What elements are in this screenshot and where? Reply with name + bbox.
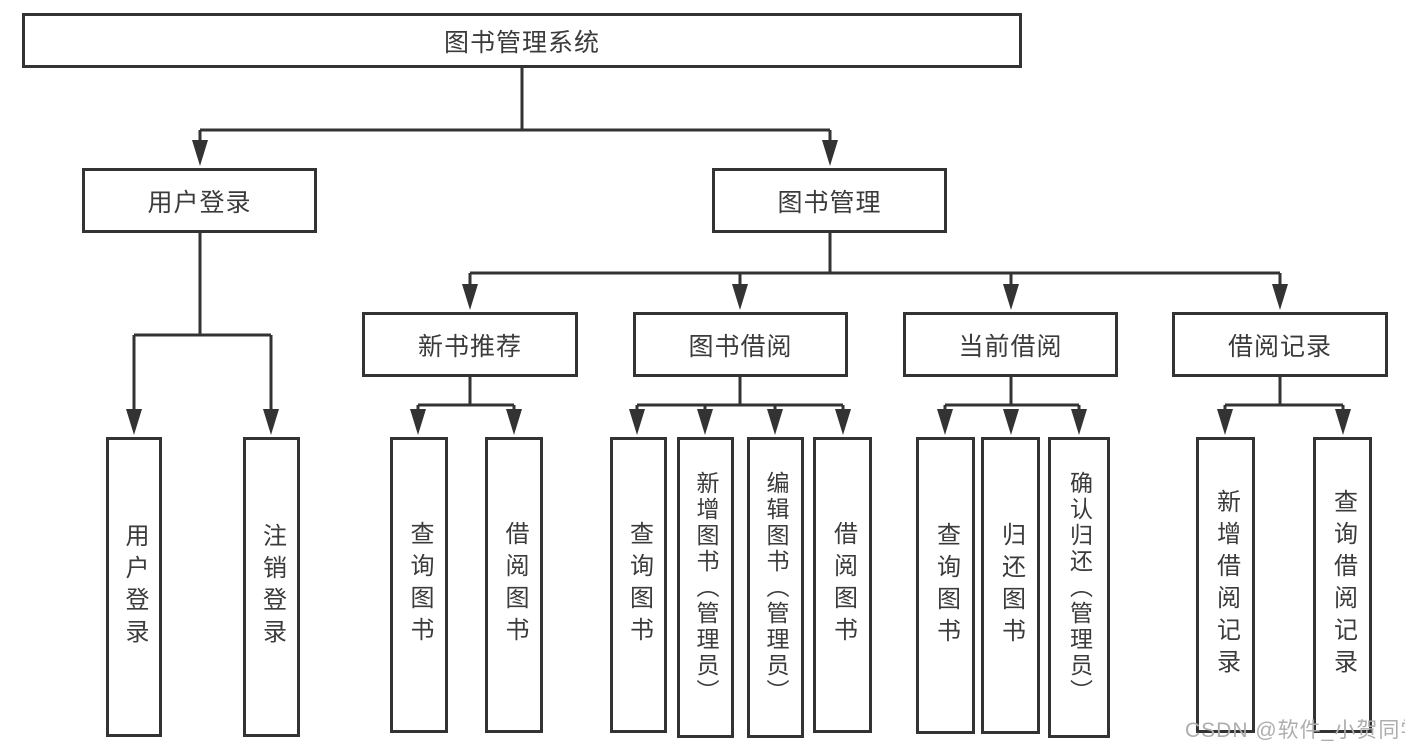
node-user-login-leaf: 用户登录 [106, 437, 162, 737]
watermark: CSDN @软件_小贺同学 [1185, 719, 1405, 742]
node-label: 图书借阅 [688, 332, 793, 361]
node-borrowing-records: 借阅记录 [1172, 312, 1388, 377]
node-label: 查询图书 [625, 521, 653, 649]
node-label: 查询借阅记录 [1329, 489, 1357, 681]
node-label: 新增图书（管理员） [693, 470, 719, 705]
node-label: 当前借阅 [958, 332, 1063, 361]
node-label: 借阅图书 [501, 521, 528, 649]
node-borrow-books-2: 借阅图书 [813, 437, 872, 733]
node-library-system: 图书管理系统 [22, 13, 1022, 68]
node-query-borrow-record: 查询借阅记录 [1313, 437, 1372, 733]
node-query-books-3: 查询图书 [916, 437, 975, 734]
node-borrow-books-1: 借阅图书 [485, 437, 543, 733]
node-return-books: 归还图书 [981, 437, 1040, 734]
node-label: 图书管理 [777, 188, 882, 217]
node-label: 归还图书 [997, 521, 1025, 650]
node-label: 查询图书 [406, 521, 433, 649]
node-label: 确认归还（管理员） [1066, 470, 1093, 705]
node-label: 用户登录 [121, 523, 148, 651]
node-add-borrow-record: 新增借阅记录 [1196, 437, 1255, 733]
node-user-login: 用户登录 [82, 168, 317, 233]
node-label: 借阅图书 [829, 521, 857, 649]
connector-lines [132, 68, 1345, 412]
node-new-book-recommend: 新书推荐 [362, 312, 578, 377]
node-label: 新书推荐 [417, 332, 522, 361]
node-label: 查询图书 [932, 521, 960, 650]
node-edit-books-admin: 编辑图书（管理员） [747, 437, 804, 738]
connector-arrowheads [126, 140, 1351, 435]
node-label: 注销登录 [258, 523, 286, 651]
node-query-books-2: 查询图书 [610, 437, 667, 733]
node-label: 借阅记录 [1227, 332, 1332, 361]
node-label: 编辑图书（管理员） [763, 470, 789, 705]
node-logout: 注销登录 [243, 437, 300, 737]
node-add-books-admin: 新增图书（管理员） [677, 437, 734, 738]
node-label: 图书管理系统 [443, 28, 600, 57]
node-query-books-1: 查询图书 [390, 437, 448, 733]
node-label: 用户登录 [147, 188, 252, 217]
node-confirm-return-admin: 确认归还（管理员） [1048, 437, 1110, 738]
node-book-management: 图书管理 [712, 168, 947, 233]
node-book-borrowing: 图书借阅 [633, 312, 848, 377]
node-label: 新增借阅记录 [1212, 489, 1240, 681]
node-current-borrowing: 当前借阅 [903, 312, 1118, 377]
